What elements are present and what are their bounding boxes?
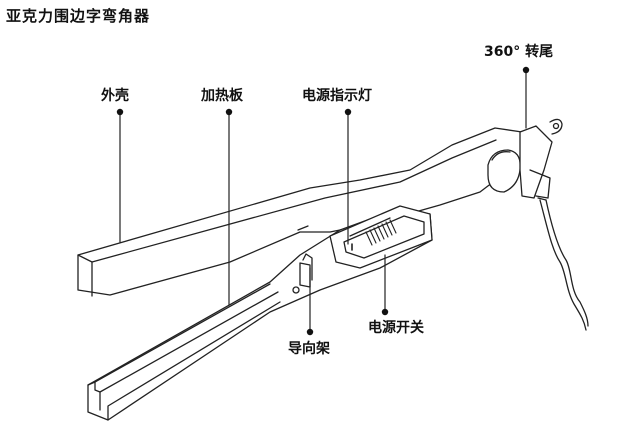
- diagram-title: 亚克力围边字弯角器: [6, 7, 151, 25]
- guide-frame: [292, 253, 313, 294]
- label-power-indicator: 电源指示灯: [302, 88, 372, 104]
- label-guide-frame: 导向架: [288, 341, 330, 357]
- swivel-tail: [519, 118, 589, 331]
- label-swivel-tail: 360° 转尾: [484, 44, 554, 60]
- label-heating-plate: 加热板: [201, 88, 243, 104]
- leader-lines: [119, 69, 527, 333]
- hinge-pivot: [487, 149, 521, 193]
- leader-dots: [116, 66, 530, 336]
- upper-arm-shell: [77, 127, 523, 297]
- label-power-switch: 电源开关: [368, 320, 424, 336]
- power-switch-housing: [329, 205, 433, 269]
- label-shell: 外壳: [101, 88, 129, 104]
